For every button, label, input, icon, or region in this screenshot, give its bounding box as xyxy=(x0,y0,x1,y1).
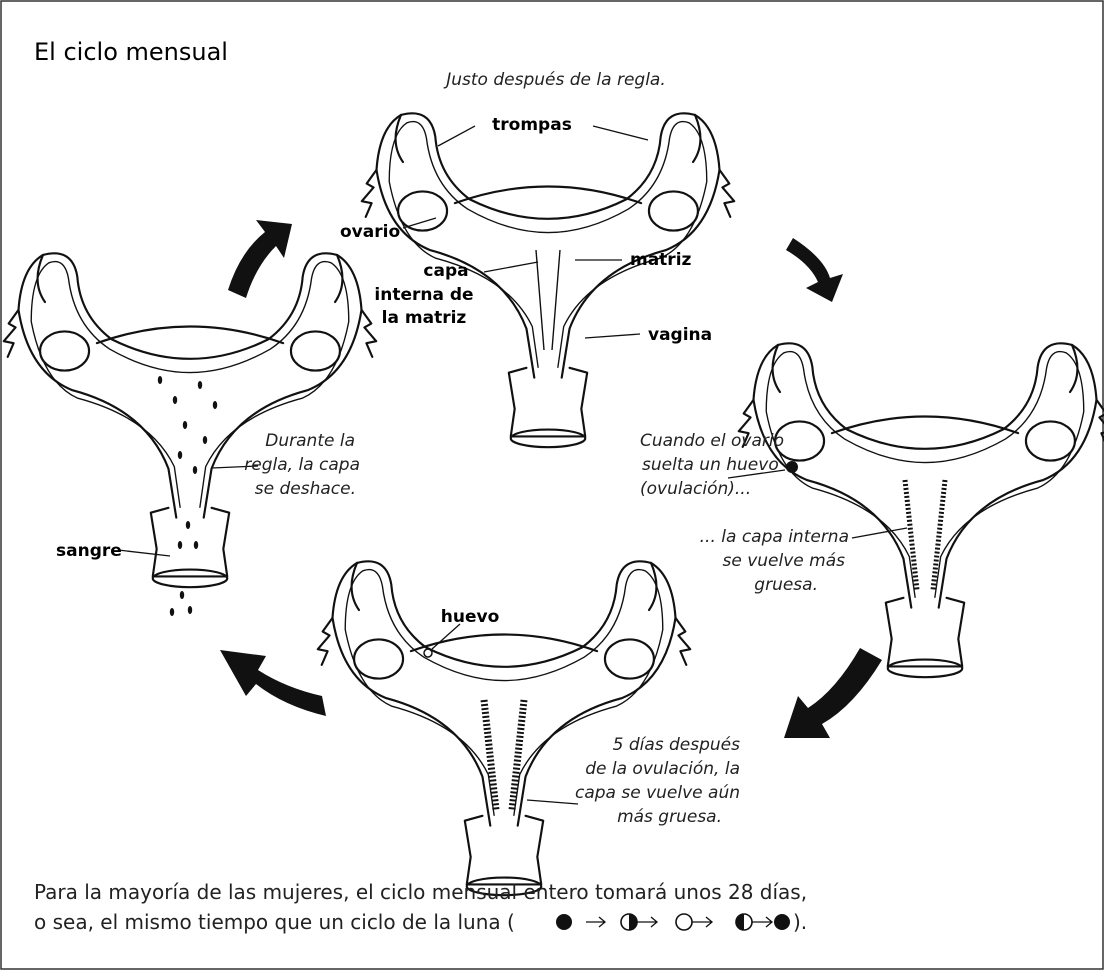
uterus-illustration-left xyxy=(4,253,376,587)
label-tubes: trompas xyxy=(492,115,572,135)
caption-ovulation-6: gruesa. xyxy=(754,575,818,595)
arrow-icon xyxy=(752,917,772,927)
caption-after-ovulation-3: capa se vuelve aún xyxy=(575,783,740,803)
caption-after-ovulation-2: de la ovulación, la xyxy=(585,759,740,779)
label-blood: sangre xyxy=(56,541,122,561)
new-moon-icon xyxy=(676,914,692,930)
full-moon-icon xyxy=(556,914,572,930)
cycle-arrow-icon xyxy=(786,238,843,302)
label-lining-3: la matriz xyxy=(382,308,467,328)
footer-line-2: o sea, el mismo tiempo que un ciclo de l… xyxy=(34,910,515,934)
footer-line-1: Para la mayoría de las mujeres, el ciclo… xyxy=(34,880,807,904)
caption-after-ovulation-4: más gruesa. xyxy=(617,807,722,827)
caption-period-3: se deshace. xyxy=(255,479,356,499)
released-egg-icon xyxy=(786,461,798,473)
uterus-illustration-bottom xyxy=(318,561,690,895)
cycle-arrow-icon xyxy=(220,650,326,716)
caption-ovulation-5: se vuelve más xyxy=(723,551,846,571)
caption-period-1: Durante la xyxy=(265,431,355,451)
caption-ovulation-2: suelta un huevo xyxy=(642,455,779,475)
moon-phase-sequence xyxy=(556,914,790,930)
arrow-icon xyxy=(637,917,657,927)
thin-lining xyxy=(536,250,560,350)
footer-line-end: ). xyxy=(793,910,807,934)
arrow-icon xyxy=(692,917,712,927)
label-womb: matriz xyxy=(630,250,692,270)
egg-in-tube-icon xyxy=(424,649,432,657)
thickened-lining xyxy=(905,480,945,590)
stage-after-ovulation: huevo 5 días después de la ovulación, la… xyxy=(318,561,740,895)
caption-after-period: Justo después de la regla. xyxy=(443,70,666,90)
arrow-icon xyxy=(586,917,605,927)
cycle-arrow-icon xyxy=(784,648,882,738)
uterus-illustration-top xyxy=(362,113,734,447)
blood-drops xyxy=(158,376,217,616)
cycle-arrow-icon xyxy=(228,220,292,298)
stage-ovulation: Cuando el ovario suelta un huevo (ovulac… xyxy=(640,343,1104,677)
stage-after-period: Justo después de la regla. trompas ovari… xyxy=(340,70,734,447)
moon-phase-icon xyxy=(736,914,744,930)
caption-ovulation-1: Cuando el ovario xyxy=(640,431,784,451)
label-lining-2: interna de xyxy=(374,285,473,305)
thickest-lining xyxy=(484,700,524,810)
label-vagina: vagina xyxy=(648,325,712,345)
moon-phase-icon xyxy=(629,914,637,930)
stage-period: Durante la regla, la capa se deshace. sa… xyxy=(4,253,376,616)
diagram-title: El ciclo mensual xyxy=(34,38,228,66)
caption-after-ovulation-1: 5 días después xyxy=(613,735,741,755)
label-egg: huevo xyxy=(441,607,500,627)
caption-ovulation-3: (ovulación)... xyxy=(640,479,751,499)
caption-ovulation-4: ... la capa interna xyxy=(700,527,849,547)
label-ovary: ovario xyxy=(340,222,400,242)
label-lining-1: capa xyxy=(423,261,468,281)
caption-period-2: regla, la capa xyxy=(244,455,360,475)
uterus-illustration-right xyxy=(739,343,1104,677)
full-moon-icon xyxy=(774,914,790,930)
